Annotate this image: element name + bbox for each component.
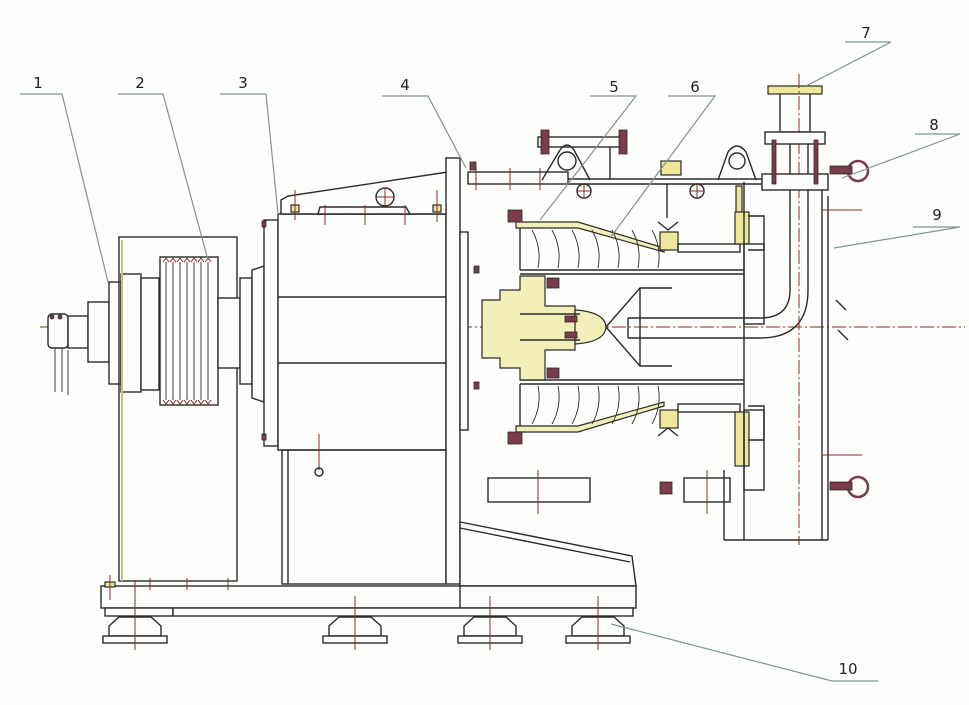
screen-blade: [531, 229, 540, 269]
screen-blade: [591, 385, 600, 425]
callout-label: 9: [932, 206, 942, 224]
leader-line: [20, 93, 109, 283]
callout-label: 8: [929, 116, 939, 134]
shaft-coupling: [47, 273, 160, 395]
callout-label: 5: [609, 78, 619, 96]
callout-5: 5: [539, 78, 638, 221]
callout-label: 4: [400, 76, 410, 94]
lower-casing: [487, 470, 731, 514]
callout-label: 6: [690, 78, 700, 96]
screen-blade: [531, 385, 540, 425]
callout-10: 10: [610, 623, 878, 682]
feed-pipe: [627, 74, 829, 545]
screen-blade: [631, 385, 640, 425]
screen-blade: [611, 385, 620, 425]
basket-upper: [507, 209, 765, 275]
isolator-foot: [457, 596, 523, 650]
base-frame: [100, 575, 637, 645]
callout-3: 3: [220, 74, 279, 215]
leader-line: [382, 95, 467, 169]
isolator-foot: [322, 596, 388, 650]
housing-flange: [445, 157, 569, 585]
callout-label: 7: [861, 24, 871, 42]
callout-label: 3: [238, 74, 248, 92]
leader-line: [220, 93, 279, 215]
callout-label: 2: [135, 74, 145, 92]
callout-2: 2: [118, 74, 209, 261]
screen-blade: [571, 385, 580, 425]
isolator-feet: [102, 596, 631, 650]
basket-lower: [507, 379, 765, 467]
leader-line: [805, 41, 892, 87]
front-housing: [723, 159, 870, 541]
support-bracket: [459, 521, 637, 587]
screen-blade: [551, 229, 560, 269]
callout-label: 10: [838, 660, 857, 678]
isolator-foot: [565, 596, 631, 650]
leader-line: [833, 226, 961, 249]
callouts: 1 2 3 4 5 6 7 8 9 10: [20, 24, 961, 682]
leader-line: [609, 95, 717, 239]
leader-line: [610, 623, 878, 682]
leader-line: [841, 133, 961, 179]
callout-6: 6: [609, 78, 717, 239]
screen-blade: [551, 385, 560, 425]
callout-4: 4: [382, 76, 467, 169]
screen-blade: [631, 229, 640, 269]
basket-hub: [481, 275, 672, 381]
belt-pulley: [159, 256, 241, 406]
bearing-housing: [239, 171, 449, 585]
screen-blade: [651, 229, 660, 269]
leader-line: [539, 95, 638, 221]
callout-7: 7: [805, 24, 892, 87]
isolator-foot: [102, 596, 168, 650]
screen-blade: [591, 229, 600, 269]
screen-blade: [651, 385, 660, 425]
callout-label: 1: [33, 74, 43, 92]
leader-line: [118, 93, 209, 261]
callout-1: 1: [20, 74, 109, 283]
motor-frame: [118, 236, 238, 582]
casing-top: [537, 129, 770, 231]
callout-8: 8: [841, 116, 961, 179]
screen-blade: [571, 229, 580, 269]
callout-9: 9: [833, 206, 961, 249]
